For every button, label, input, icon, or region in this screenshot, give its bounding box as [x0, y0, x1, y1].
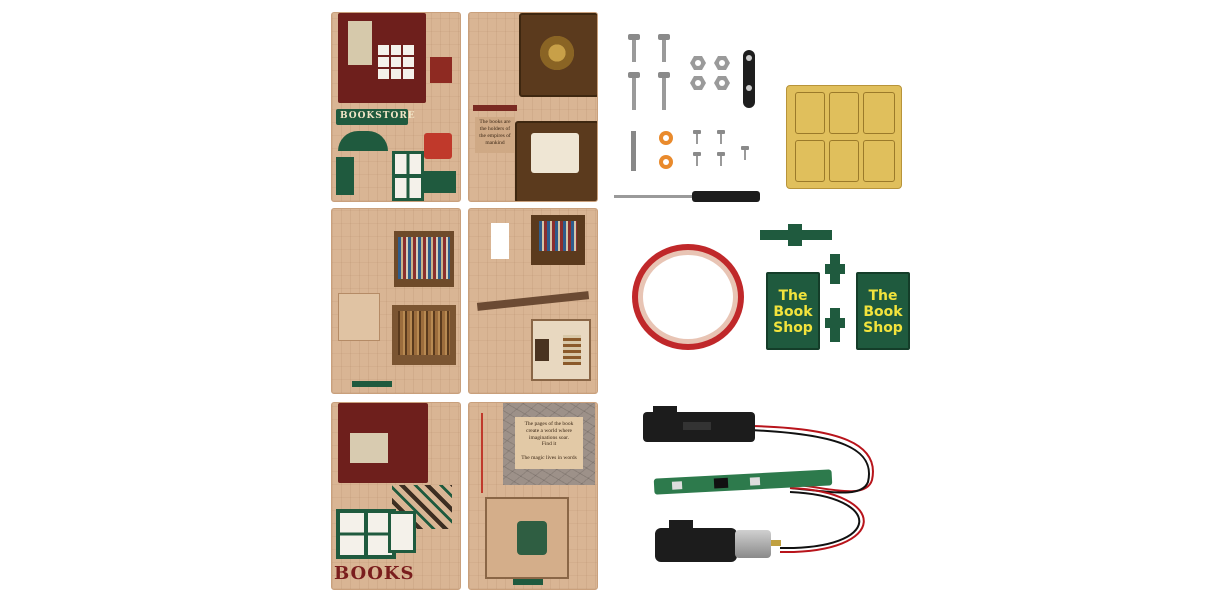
- spacer-icon: [659, 155, 673, 169]
- bookstore-sign: BOOKSTORE: [340, 111, 416, 121]
- green-strip: [422, 171, 456, 193]
- floor-top-text: The pages of the book create a world whe…: [524, 421, 574, 441]
- wood-sheet-2: The books are the holders of the empires…: [468, 12, 598, 202]
- book-cover-title: The Book Shop: [773, 288, 813, 336]
- wood-sheet-3: [331, 208, 461, 394]
- window-panel: [348, 21, 372, 65]
- frame-square: [485, 497, 569, 579]
- nut-icon: [690, 76, 706, 90]
- white-cutout: [491, 223, 509, 259]
- red-rail: [473, 105, 517, 111]
- screwdriver-icon: [614, 191, 760, 202]
- screw-icon: [628, 72, 640, 110]
- red-guide-line: [481, 413, 483, 493]
- window-panes: [378, 45, 414, 79]
- spacer-icon: [659, 131, 673, 145]
- lower-window: [392, 151, 424, 201]
- template-sheet: [786, 85, 902, 189]
- books-quote: The books are the holders of the empires…: [479, 119, 511, 146]
- small-frame: [535, 339, 549, 361]
- green-window: [336, 509, 396, 559]
- nut-icon: [690, 56, 706, 70]
- green-connector: [788, 224, 802, 246]
- red-parts: [424, 133, 452, 159]
- floor-mid-text: Find it: [541, 441, 557, 447]
- floor-panel: The pages of the book create a world whe…: [515, 417, 583, 469]
- book-cover-right: The Book Shop: [856, 272, 910, 350]
- battery-box-icon: [643, 406, 755, 442]
- nut-icon: [714, 76, 730, 90]
- screw-icon: [693, 130, 701, 144]
- screw-icon: [717, 130, 725, 144]
- green-connector: [825, 264, 845, 274]
- book-cover-left: The Book Shop: [766, 272, 820, 350]
- wood-sheet-5: BOOKS: [331, 402, 461, 590]
- books-sign: BOOKS: [334, 563, 415, 584]
- nut-icon: [714, 56, 730, 70]
- screw-icon: [658, 72, 670, 110]
- screw-icon: [693, 152, 701, 166]
- wood-sheet-4: [468, 208, 598, 394]
- pin-icon: [631, 131, 636, 171]
- floor-bottom-text: The magic lives in words: [521, 455, 577, 461]
- screw-icon: [628, 34, 640, 62]
- ornate-cover: [519, 13, 597, 97]
- drawer-box: [515, 121, 597, 201]
- tape-roll-icon: [632, 244, 744, 350]
- shelf-window: [531, 215, 585, 265]
- green-edge: [513, 579, 543, 585]
- green-window-2: [388, 511, 416, 553]
- green-arch: [338, 131, 388, 151]
- screw-icon: [741, 146, 749, 160]
- lever-icon: [743, 50, 755, 108]
- screw-icon: [658, 34, 670, 62]
- wood-sheet-1: BOOKSTORE: [331, 12, 461, 202]
- green-bar: [352, 381, 392, 387]
- green-connector: [825, 318, 845, 328]
- shelf-room-2: [392, 305, 456, 365]
- dark-frame: [338, 403, 428, 483]
- wood-sheet-6: The pages of the book create a world whe…: [468, 402, 598, 590]
- screw-icon: [717, 152, 725, 166]
- green-door: [336, 157, 354, 195]
- sign-board: BOOKSTORE: [336, 109, 415, 125]
- motor-icon: [655, 520, 785, 562]
- shelf-room-1: [394, 231, 454, 287]
- wall-panel: [338, 293, 380, 341]
- cover-text-block: The books are the holders of the empires…: [475, 117, 515, 153]
- red-trim: [430, 57, 452, 83]
- electronics-assembly: [749, 425, 874, 554]
- book-cover-title: The Book Shop: [863, 288, 903, 336]
